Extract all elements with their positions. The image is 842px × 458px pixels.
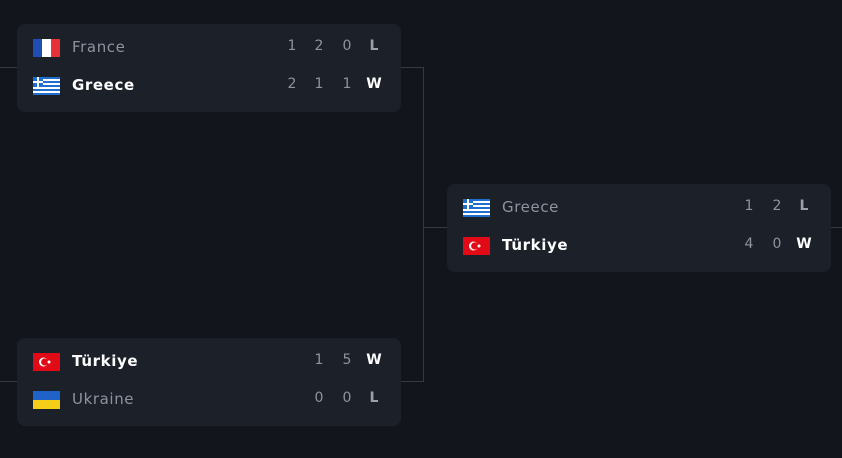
result-badge: W (366, 76, 382, 92)
score-set-1: 1 (314, 352, 324, 368)
team-row[interactable]: Türkiye 4 0 W (447, 234, 831, 258)
greece-flag-icon (463, 199, 490, 217)
score-set-2: 1 (314, 76, 324, 92)
team-row[interactable]: Türkiye 1 5 W (17, 350, 401, 374)
result-badge: W (366, 352, 382, 368)
team-row[interactable]: Greece 2 1 1 W (17, 74, 401, 98)
team-row[interactable]: Ukraine 0 0 L (17, 388, 401, 412)
result-badge: L (369, 38, 379, 54)
team-name: Ukraine (72, 390, 135, 408)
connector-final-out (831, 227, 842, 228)
team-name: France (72, 38, 126, 56)
team-row[interactable]: Greece 1 2 L (447, 196, 831, 220)
score-set-2: 0 (772, 236, 782, 252)
team-name: Greece (502, 198, 559, 216)
greece-flag-icon (33, 77, 60, 95)
turkey-flag-icon (33, 353, 60, 371)
team-name: Türkiye (72, 352, 139, 370)
france-flag-icon (33, 39, 60, 57)
team-name: Greece (72, 76, 135, 94)
result-badge: L (369, 390, 379, 406)
score-set-1: 2 (287, 76, 297, 92)
score-set-2: 2 (772, 198, 782, 214)
score-set-2: 0 (342, 390, 352, 406)
connector-left-top (0, 67, 17, 68)
score-set-1: 1 (287, 38, 297, 54)
ukraine-flag-icon (33, 391, 60, 409)
match-card-france-greece[interactable]: France 1 2 0 L Greece 2 1 1 W (17, 24, 401, 112)
score-set-2: 2 (314, 38, 324, 54)
connector-final-in (423, 227, 447, 228)
match-card-turkiye-ukraine[interactable]: Türkiye 1 5 W Ukraine 0 0 L (17, 338, 401, 426)
result-badge: L (799, 198, 809, 214)
score-set-3: 0 (342, 38, 352, 54)
connector-match1-out (401, 67, 424, 68)
score-set-1: 1 (744, 198, 754, 214)
match-card-final-greece-turkiye[interactable]: Greece 1 2 L Türkiye 4 0 W (447, 184, 831, 272)
connector-vertical (423, 67, 424, 382)
score-set-2: 5 (342, 352, 352, 368)
team-name: Türkiye (502, 236, 569, 254)
connector-match2-out (401, 381, 424, 382)
score-set-1: 4 (744, 236, 754, 252)
score-set-1: 0 (314, 390, 324, 406)
connector-left-bottom (0, 381, 17, 382)
score-set-3: 1 (342, 76, 352, 92)
result-badge: W (796, 236, 812, 252)
team-row[interactable]: France 1 2 0 L (17, 36, 401, 60)
turkey-flag-icon (463, 237, 490, 255)
